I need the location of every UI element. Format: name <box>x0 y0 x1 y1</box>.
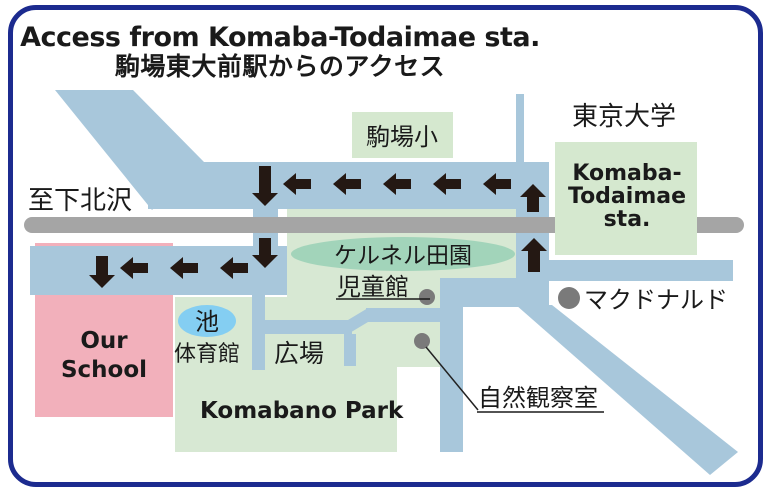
jidokan-marker-icon <box>419 289 435 305</box>
arrow-left-icon <box>283 173 311 195</box>
road-thin-vertical-north <box>516 94 524 164</box>
nature-room-pointer-line <box>425 346 479 411</box>
park-path-stub <box>344 334 356 366</box>
map-title: Access from Komaba-Todaimae sta. 駒場東大前駅か… <box>10 22 550 82</box>
university-label: 東京大学 <box>572 102 676 132</box>
road-park-vertical <box>440 278 463 452</box>
station-label-line3: sta. <box>604 207 651 232</box>
to-shimokitazawa-label: 至下北沢 <box>28 186 132 216</box>
route-arrows <box>89 166 547 288</box>
gym-label: 体育館 <box>174 342 240 367</box>
title-english: Access from Komaba-Todaimae sta. <box>20 22 540 53</box>
nature-room-marker-icon <box>414 333 430 349</box>
plaza-label: 広場 <box>274 339 324 368</box>
station-label-line2: Todaimae <box>568 184 686 209</box>
station-building <box>555 142 697 255</box>
our-school-label-line2: School <box>61 357 147 383</box>
mcdonalds-label: マクドナルド <box>584 286 728 314</box>
arrow-left-icon <box>170 257 198 279</box>
road-lower-horizontal <box>30 246 287 295</box>
pond-shape <box>178 305 236 337</box>
arrow-left-icon <box>120 257 148 279</box>
arrow-left-icon <box>483 173 511 195</box>
komabano-park-label: Komabano Park <box>200 398 404 424</box>
kernel-field-oval <box>291 237 515 271</box>
station-label-line1: Komaba- <box>572 161 681 186</box>
arrow-left-icon <box>383 173 411 195</box>
jidokan-label: 児童館 <box>337 273 409 301</box>
arrow-left-icon <box>220 257 248 279</box>
kernel-field-label: ケルネル田園 <box>334 243 472 269</box>
park-path-horizontal <box>265 320 352 334</box>
arrow-down-icon <box>252 238 278 268</box>
arrow-up-icon <box>521 238 547 272</box>
pond-label: 池 <box>195 308 219 336</box>
park-path-vertical <box>252 295 265 370</box>
arrow-up-icon <box>520 184 546 212</box>
road-below-station <box>549 260 733 281</box>
arrow-left-icon <box>333 173 361 195</box>
park-path-jog <box>348 308 368 334</box>
arrow-left-icon <box>433 173 461 195</box>
komaba-elementary-label: 駒場小 <box>366 123 438 151</box>
park-path-horizontal-2 <box>366 308 440 322</box>
nature-room-label: 自然観察室 <box>478 384 598 412</box>
road-diagonal-southeast <box>516 305 738 475</box>
title-japanese: 駒場東大前駅からのアクセス <box>114 52 446 82</box>
arrow-down-icon <box>89 256 115 288</box>
our-school-label-line1: Our <box>80 328 128 354</box>
mcdonalds-marker-icon <box>558 287 580 309</box>
arrow-down-icon <box>252 166 278 206</box>
komaba-elementary-building <box>352 112 453 158</box>
